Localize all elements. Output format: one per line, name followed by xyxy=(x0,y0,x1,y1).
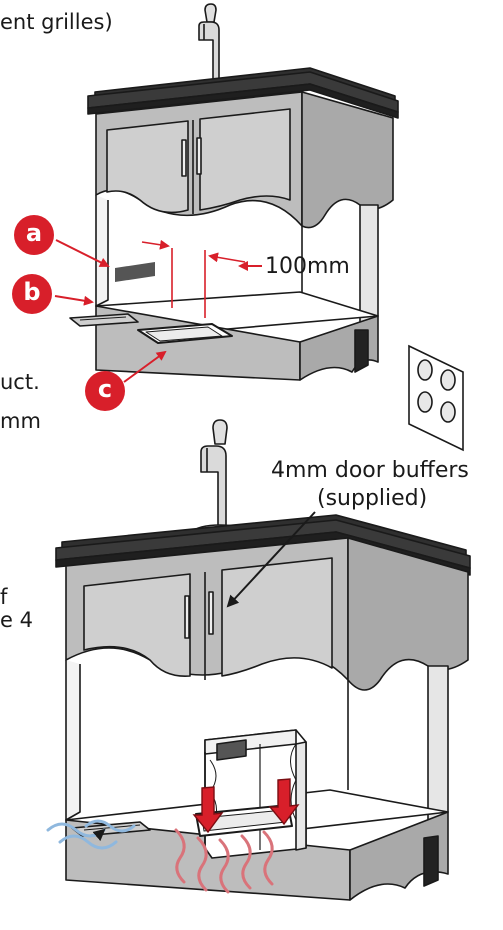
cool-air-intake-arrows xyxy=(46,819,136,850)
callout-leaders xyxy=(54,239,167,383)
dimension-label: 100mm xyxy=(265,254,350,279)
top-tap-icon xyxy=(198,3,220,89)
cropped-text-lower-2: e 4 xyxy=(0,608,33,632)
callout-b-label: b xyxy=(23,278,41,306)
bottom-tap-icon xyxy=(200,419,228,533)
door-buffer-pad-icon xyxy=(408,344,464,452)
warm-air-exhaust-arrows xyxy=(174,828,274,894)
top-cabinet xyxy=(69,3,399,381)
cropped-text-mid-1: uct. xyxy=(0,370,40,394)
door-buffers-label: 4mm door buffers xyxy=(271,458,469,483)
cropped-text-mid-2: mm xyxy=(0,409,41,433)
bottom-cabinet xyxy=(55,419,471,901)
callout-b-badge xyxy=(12,274,52,314)
callout-c-badge xyxy=(85,371,125,411)
buffer-position-arrows xyxy=(192,778,300,834)
cropped-text-lower-1: f xyxy=(0,585,8,609)
cropped-text-top: ent grilles) xyxy=(0,10,113,34)
callout-a-label: a xyxy=(25,219,43,247)
callout-c-label: c xyxy=(97,375,113,403)
door-buffers-supplied-label: (supplied) xyxy=(317,486,428,511)
callout-a-badge xyxy=(14,215,54,255)
buffer-leader-line xyxy=(226,511,316,608)
